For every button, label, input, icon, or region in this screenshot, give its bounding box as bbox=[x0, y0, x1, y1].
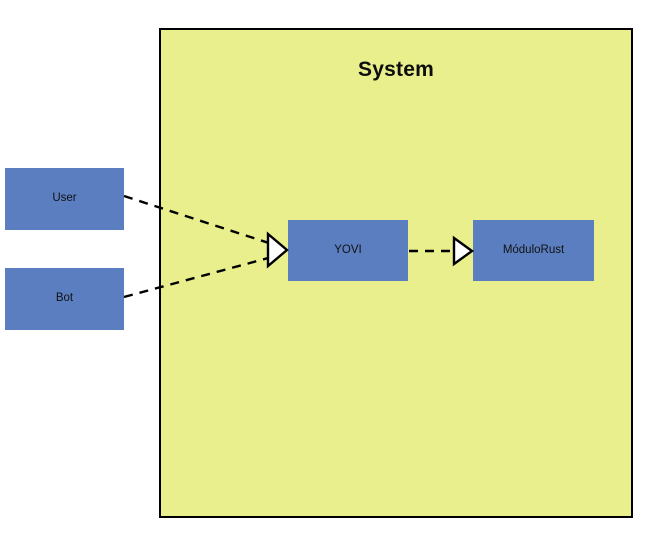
node-modulorust-label: MóduloRust bbox=[502, 243, 565, 256]
node-yovi-label: YOVI bbox=[334, 243, 362, 256]
system-boundary-title: System bbox=[358, 58, 434, 81]
node-user-label: User bbox=[52, 192, 77, 205]
node-modulorust[interactable]: MóduloRust bbox=[473, 220, 594, 281]
node-bot[interactable]: Bot bbox=[5, 268, 124, 330]
node-yovi[interactable]: YOVI bbox=[288, 220, 408, 281]
node-user[interactable]: User bbox=[5, 168, 124, 230]
node-bot-label: Bot bbox=[55, 292, 74, 305]
